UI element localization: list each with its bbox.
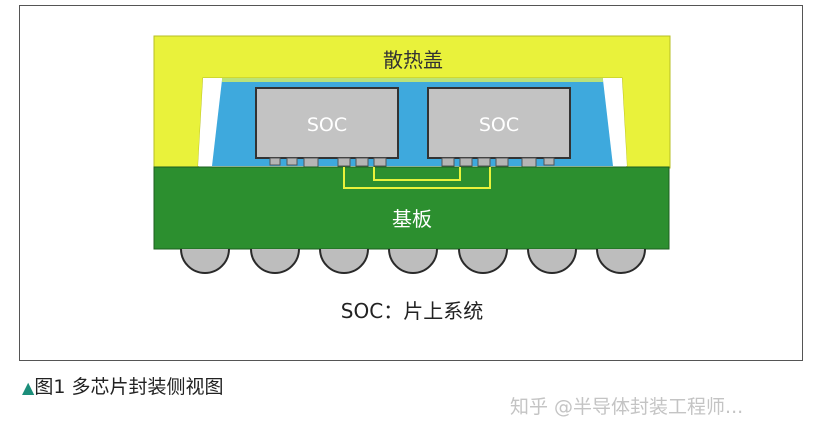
micro-bumps xyxy=(269,157,555,168)
heat-spreader-label: 散热盖 xyxy=(383,48,443,72)
cavity-gap-right xyxy=(603,78,627,166)
soc-chip-left-label: SOC xyxy=(307,114,347,136)
figure-caption: ▲图1 多芯片封装侧视图 xyxy=(22,372,223,399)
soc-chip-right-label: SOC xyxy=(479,114,519,136)
soc-chip-right xyxy=(427,87,571,159)
caption-marker-icon: ▲ xyxy=(22,378,35,397)
interconnect-bridge xyxy=(343,167,491,189)
legend-text: SOC：片上系统 xyxy=(341,299,483,323)
solder-balls xyxy=(180,248,646,274)
cavity-gap-left xyxy=(198,78,222,166)
watermark: 知乎 @半导体封装工程师... xyxy=(510,396,744,418)
lid-underside-edge xyxy=(222,78,603,82)
soc-chip-left xyxy=(255,87,399,159)
substrate-label: 基板 xyxy=(392,207,432,231)
caption-text: 图1 多芯片封装侧视图 xyxy=(34,376,224,398)
